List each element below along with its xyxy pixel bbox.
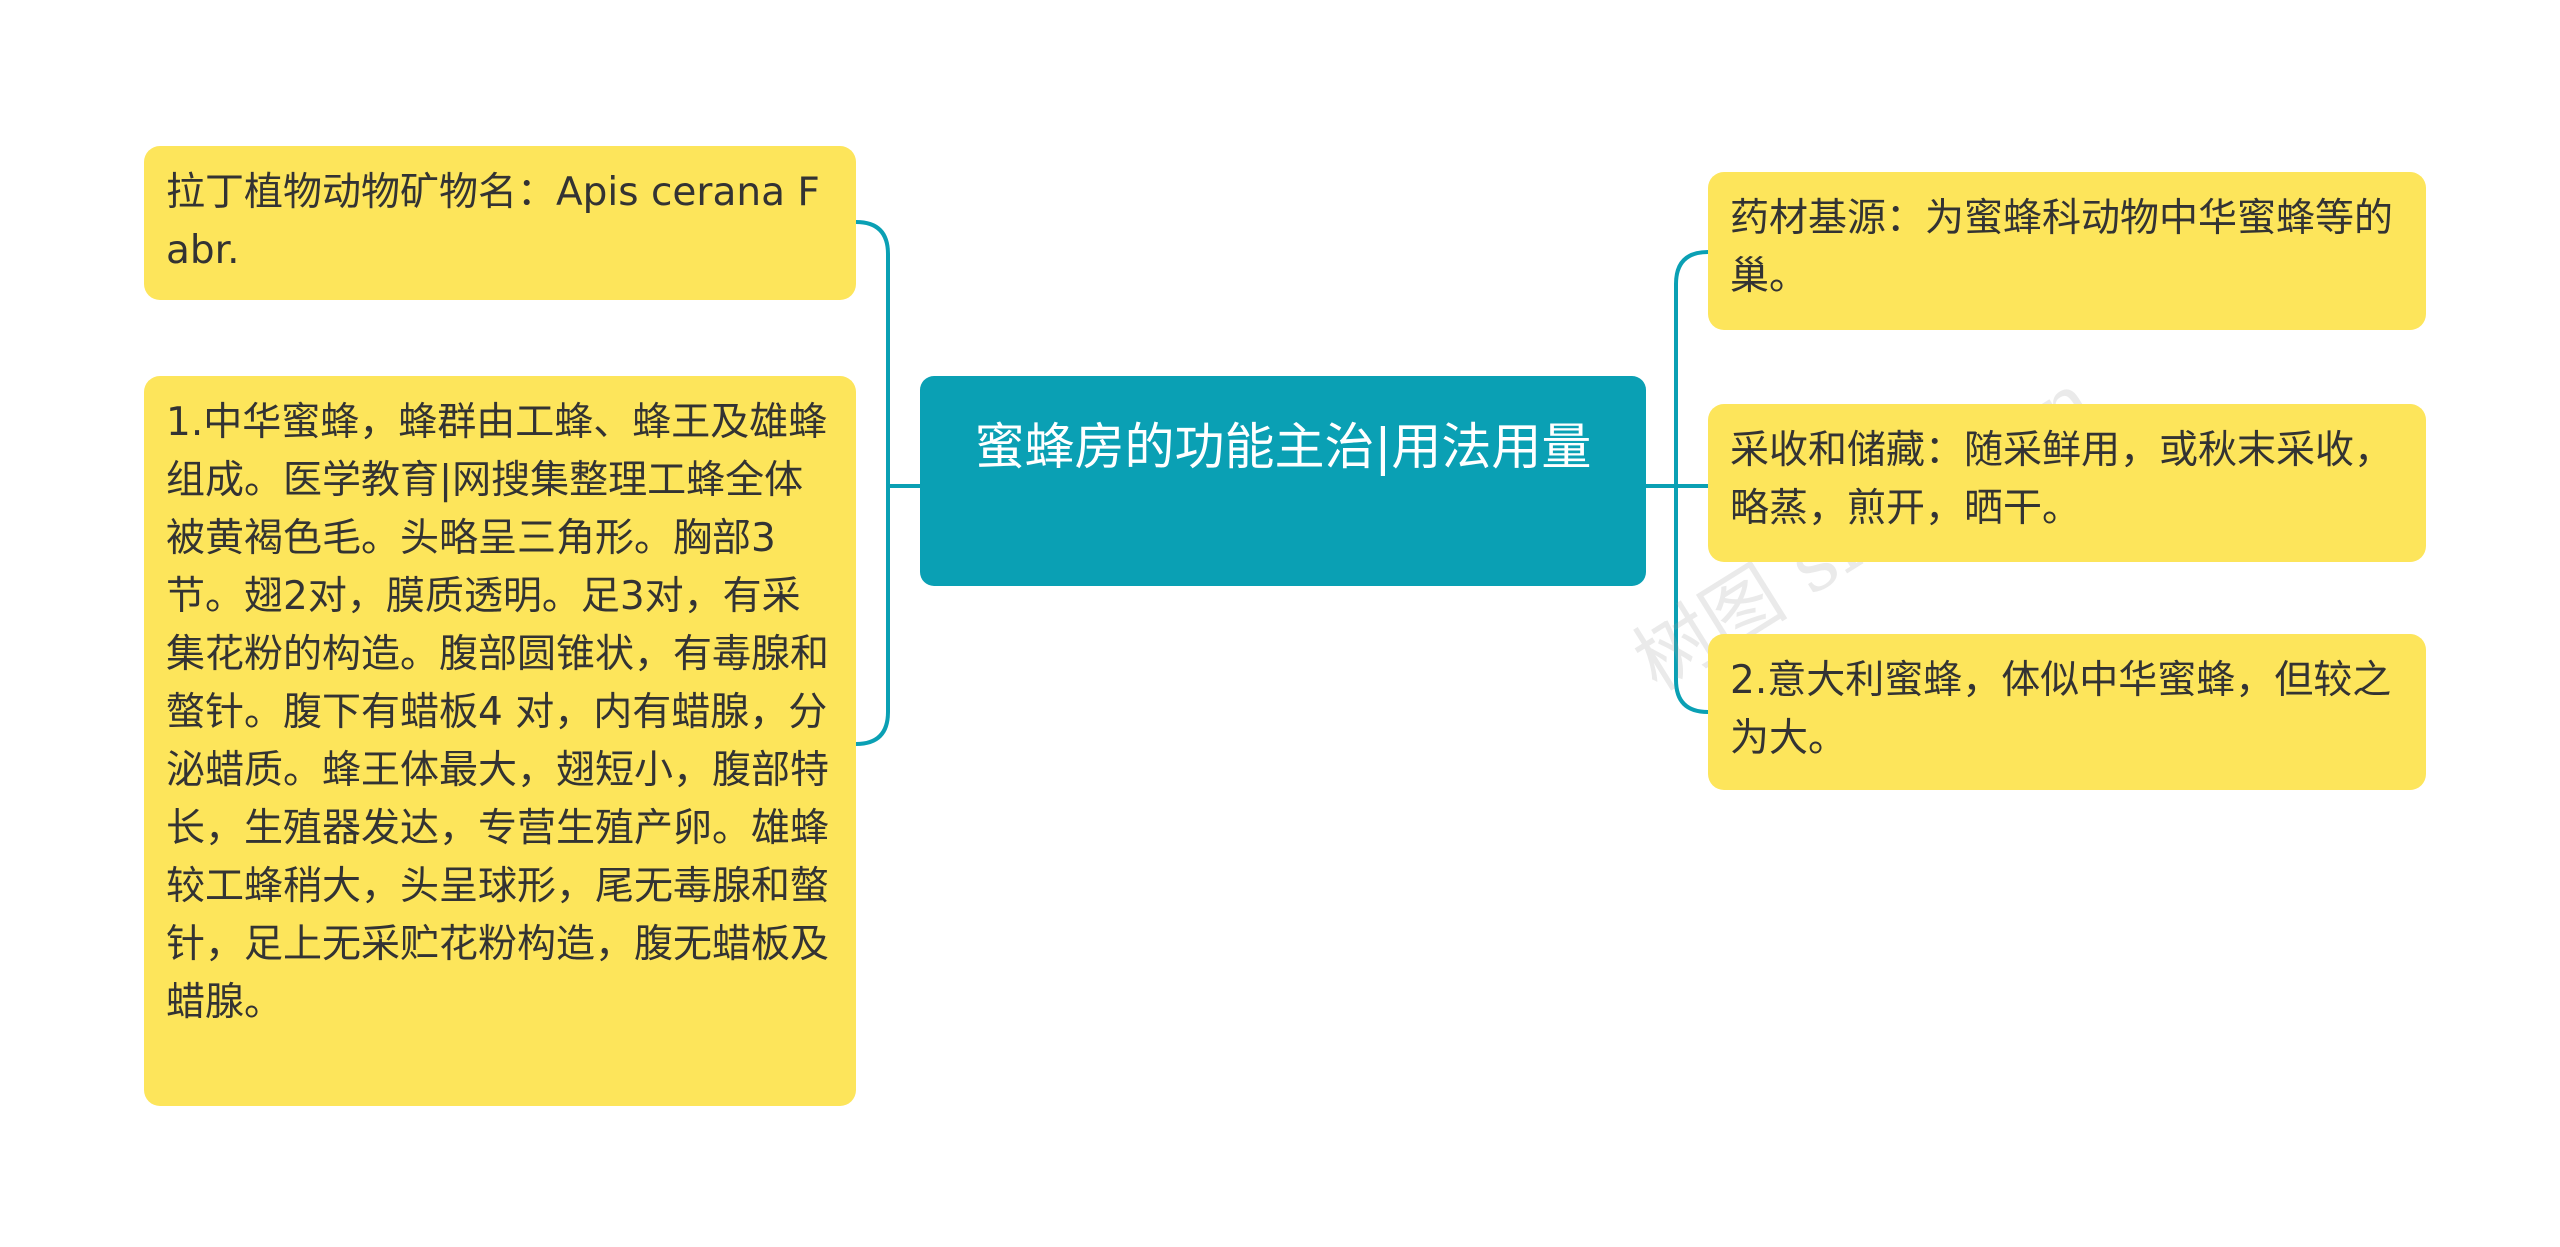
right-node-italian-bee-text: 2.意大利蜜蜂，体似中华蜜蜂，但较之为大。 (1730, 658, 2392, 761)
right-node-source[interactable]: 药材基源：为蜜蜂科动物中华蜜蜂等的巢。 (1708, 172, 2426, 330)
right-node-italian-bee[interactable]: 2.意大利蜜蜂，体似中华蜜蜂，但较之为大。 (1708, 634, 2426, 790)
connector-left-bracket (855, 220, 890, 746)
central-topic-label: 蜜蜂房的功能主治|用法用量 (974, 418, 1592, 476)
right-node-harvest-text: 采收和储藏：随采鲜用，或秋末采收，略蒸，煎开，晒干。 (1730, 428, 2394, 531)
right-node-harvest[interactable]: 采收和储藏：随采鲜用，或秋末采收，略蒸，煎开，晒干。 (1708, 404, 2426, 562)
left-node-latin-name-text: 拉丁植物动物矿物名：Apis cerana Fabr. (166, 170, 820, 273)
central-topic[interactable]: 蜜蜂房的功能主治|用法用量 (920, 376, 1646, 586)
connector-right-bracket (1674, 250, 1709, 714)
left-node-chinese-bee-text: 1.中华蜜蜂，蜂群由工蜂、蜂王及雄蜂组成。医学教育|网搜集整理工蜂全体被黄褐色毛… (166, 400, 830, 1025)
left-node-latin-name[interactable]: 拉丁植物动物矿物名：Apis cerana Fabr. (144, 146, 856, 300)
right-node-source-text: 药材基源：为蜜蜂科动物中华蜜蜂等的巢。 (1730, 196, 2394, 299)
left-node-chinese-bee[interactable]: 1.中华蜜蜂，蜂群由工蜂、蜂王及雄蜂组成。医学教育|网搜集整理工蜂全体被黄褐色毛… (144, 376, 856, 1106)
